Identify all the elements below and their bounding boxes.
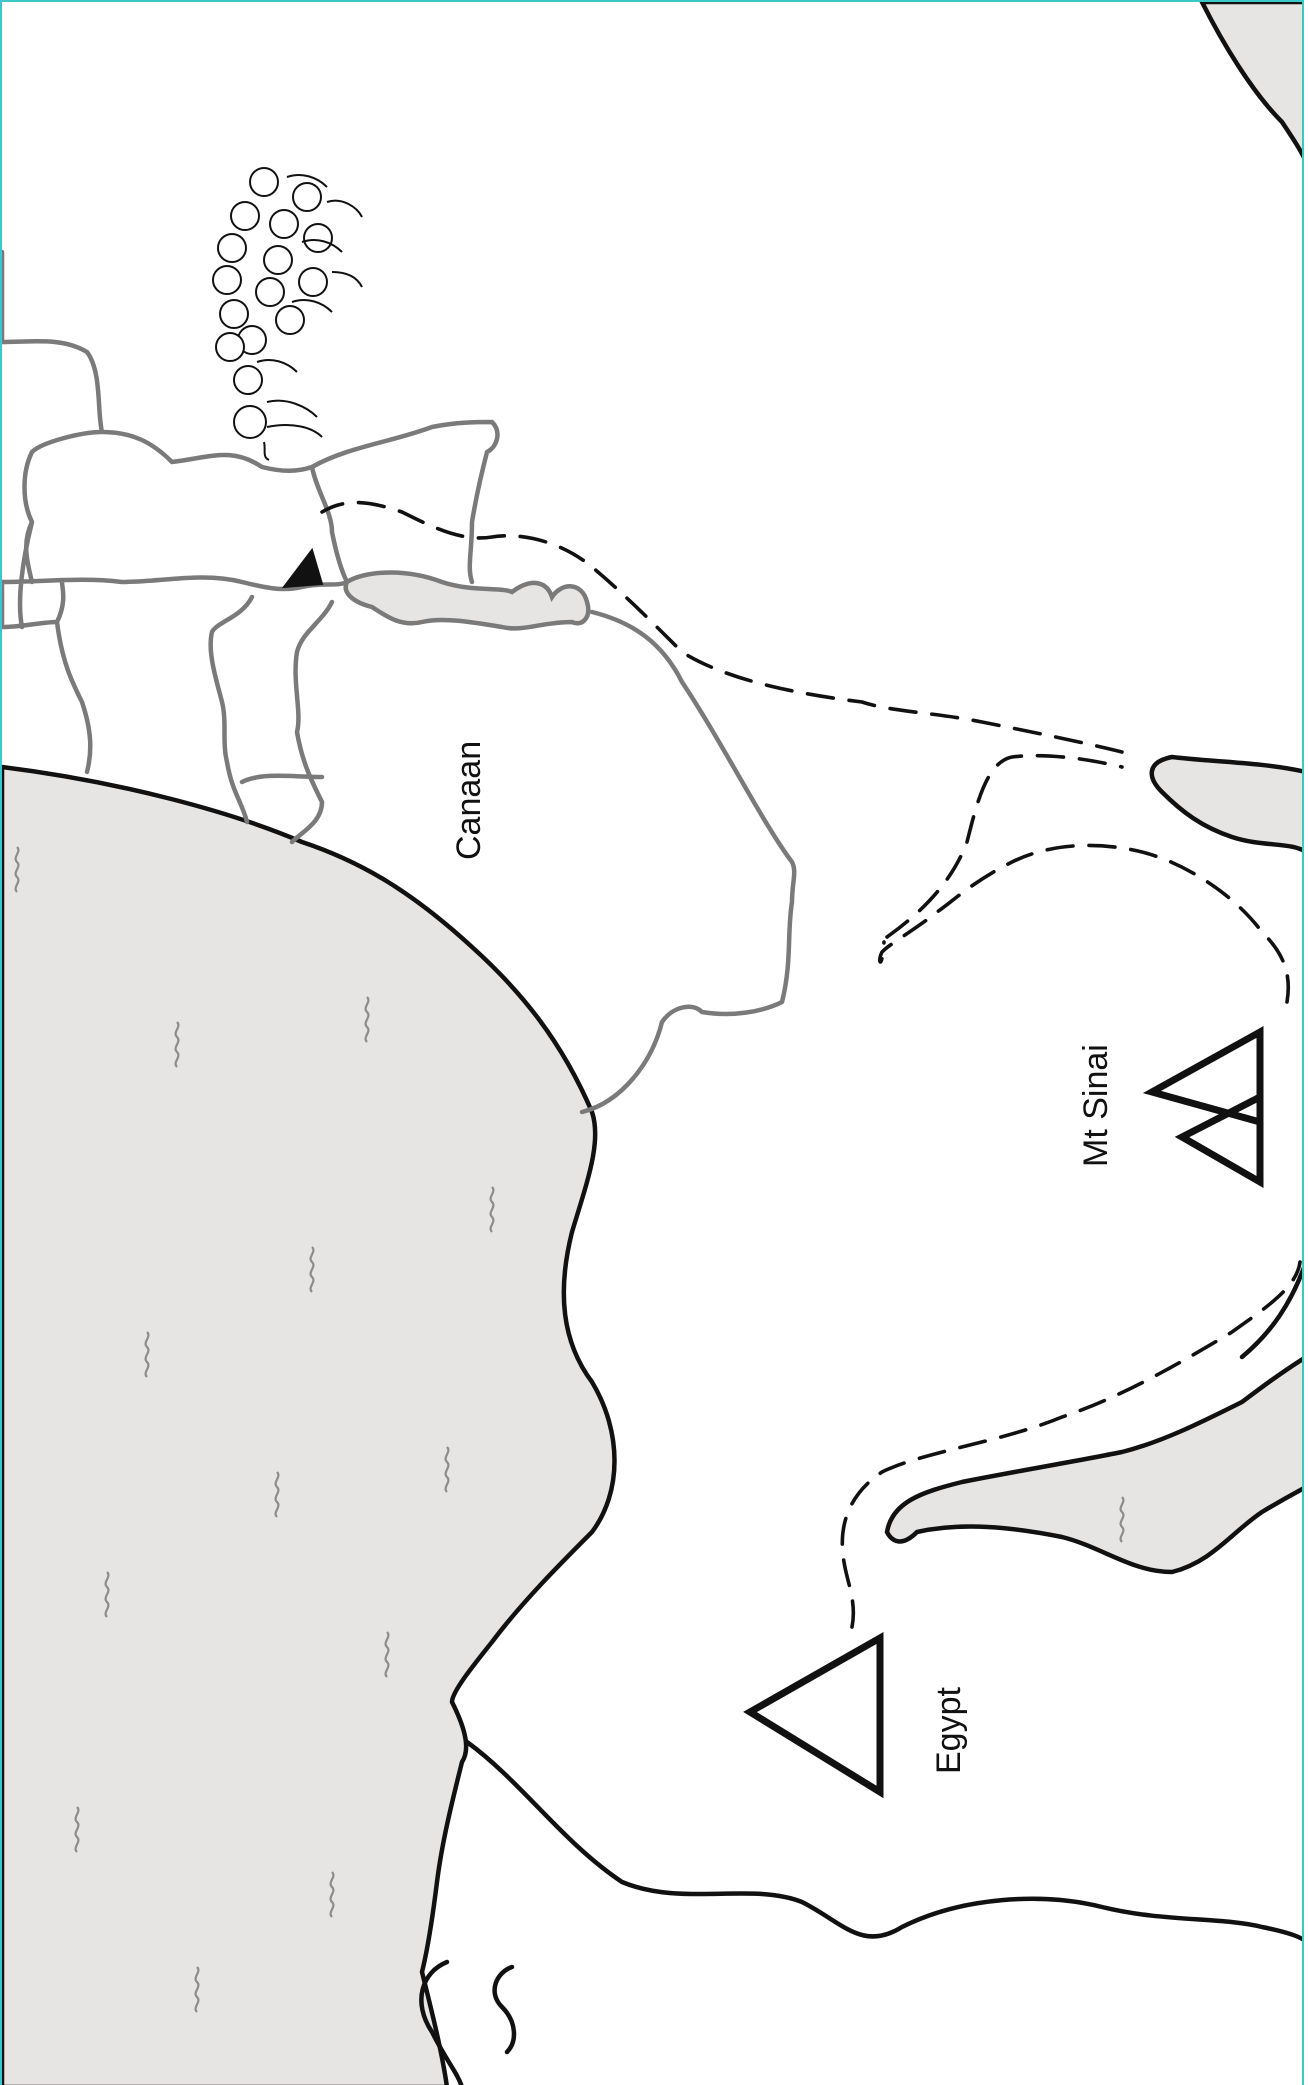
tribe-borders bbox=[2, 249, 500, 845]
dead-sea bbox=[343, 570, 591, 631]
nile-mouth bbox=[492, 1964, 517, 2055]
gulf-of-suez bbox=[884, 1356, 1302, 1575]
africa-coast bbox=[464, 1739, 1302, 1942]
route-arrow-icon bbox=[281, 547, 324, 589]
label-canaan: Canaan bbox=[450, 741, 488, 860]
gulf-of-aqaba bbox=[1149, 754, 1302, 853]
label-mt-sinai: Mt Sinai bbox=[1077, 1044, 1115, 1167]
exodus-route bbox=[320, 500, 1302, 1629]
nile-delta-tip bbox=[419, 1959, 464, 2085]
northeast-water bbox=[1199, 2, 1302, 159]
mediterranean-sea bbox=[2, 764, 617, 2085]
label-egypt: Egypt bbox=[930, 1687, 968, 1774]
mt-sinai-mountain-icon bbox=[1142, 1026, 1264, 1189]
people-group-icon bbox=[212, 167, 363, 461]
wave-icons bbox=[14, 846, 1125, 2013]
sinai-coast bbox=[1239, 1266, 1302, 1360]
egypt-mountain-icon bbox=[743, 1631, 884, 1799]
canaan-border bbox=[579, 609, 797, 1115]
